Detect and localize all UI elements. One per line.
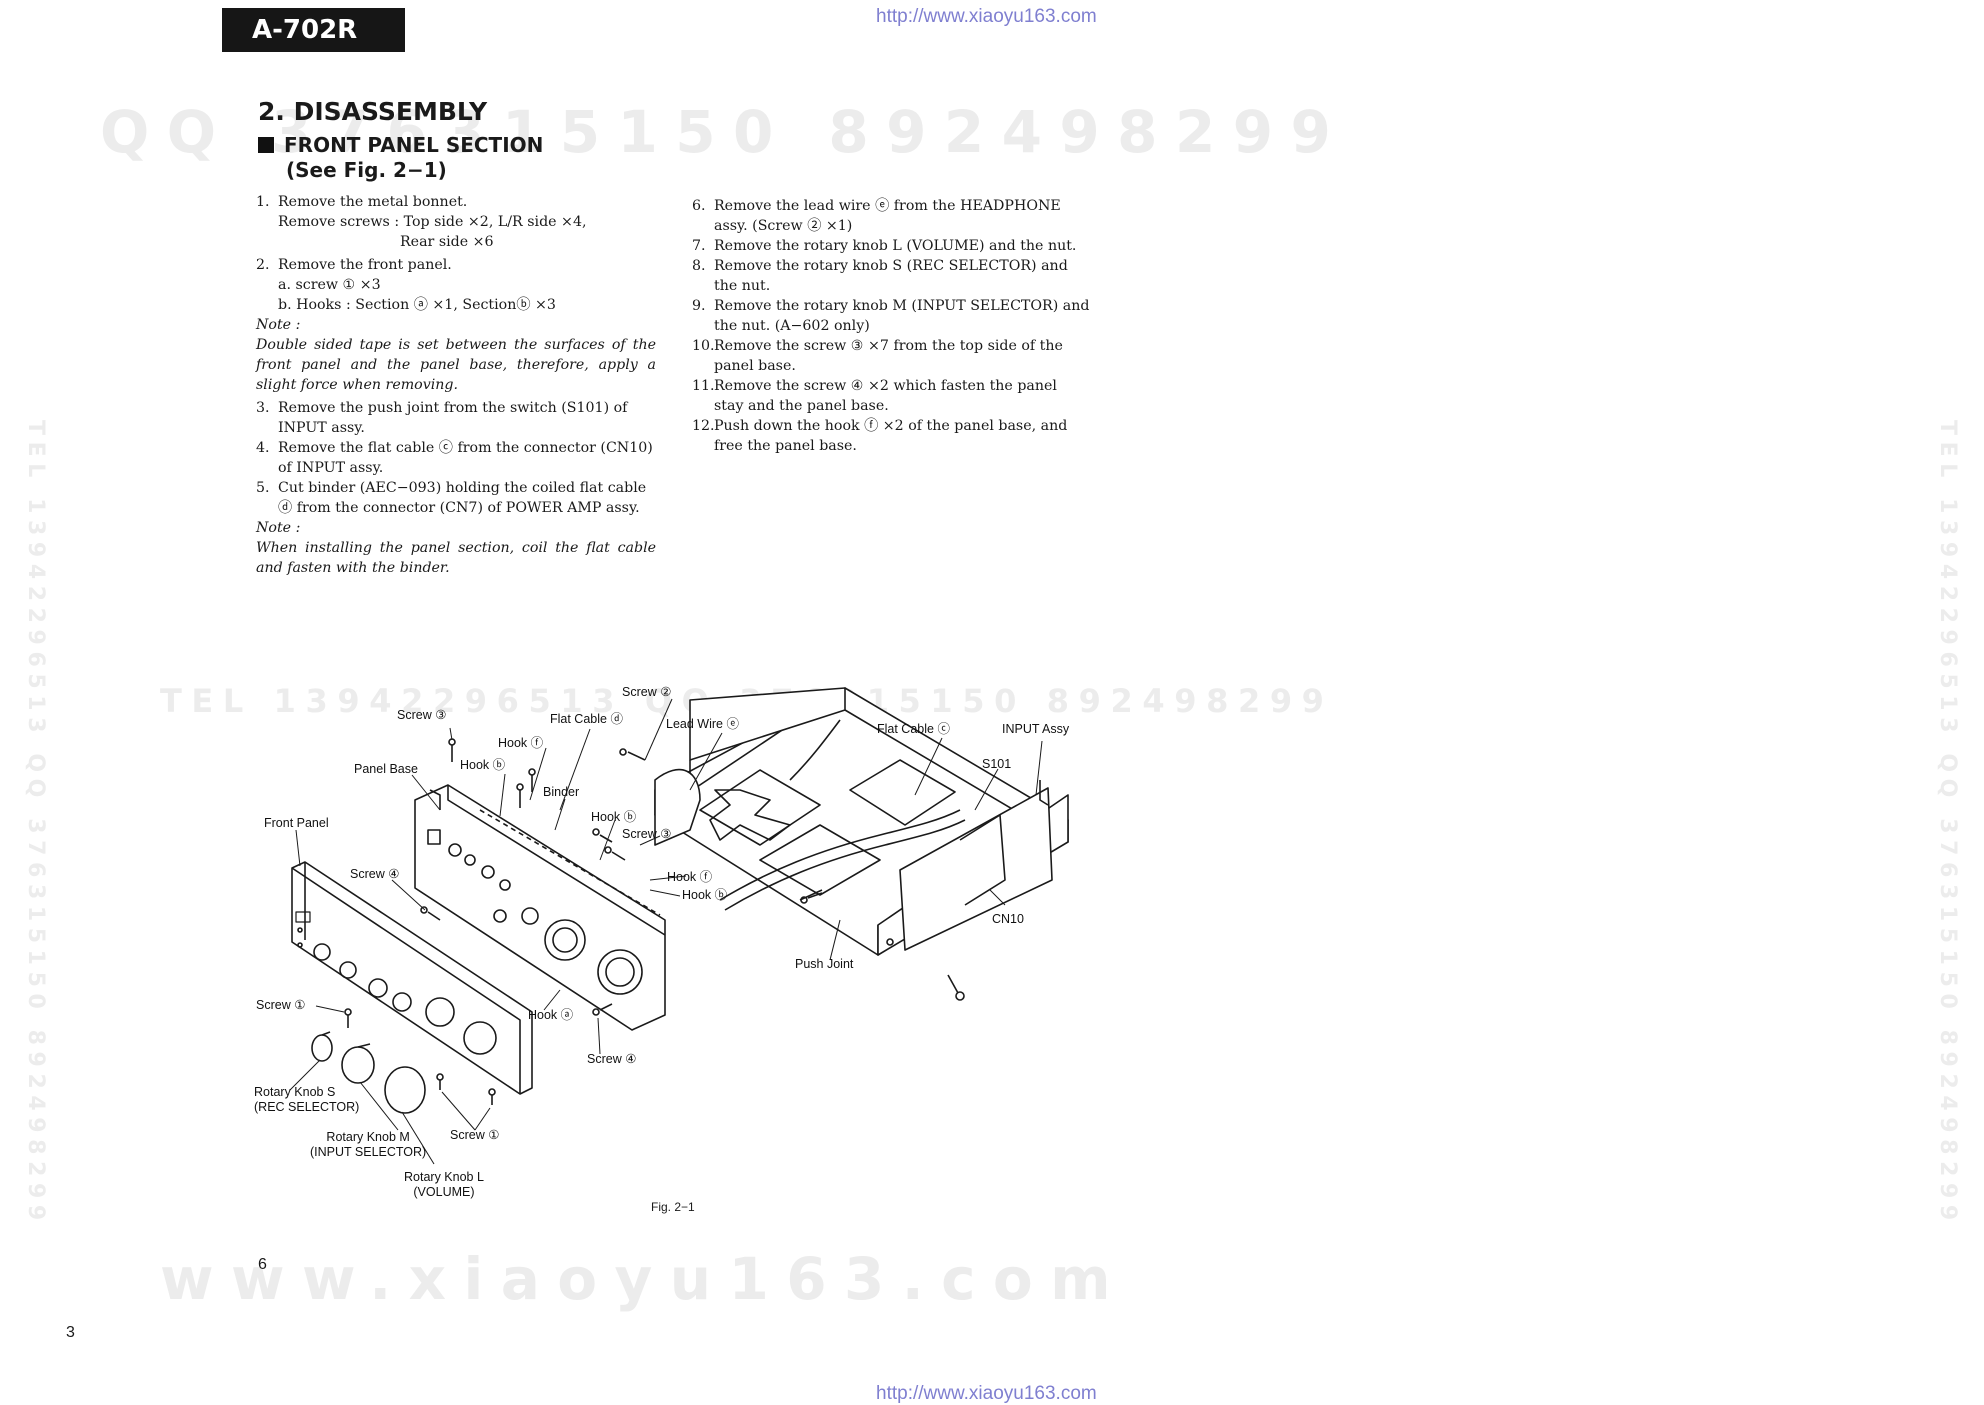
screws-drawing <box>344 738 965 1105</box>
label-hook-a: Hook ⓐ <box>528 1008 574 1022</box>
step-1: 1. Remove the metal bonnet. Remove screw… <box>256 194 587 250</box>
label-screw-3-mid: Screw ③ <box>622 827 672 841</box>
label-flat-cable-d: Flat Cable ⓓ <box>550 712 623 726</box>
label-lead-wire-e: Lead Wire ⓔ <box>666 717 739 731</box>
page-number: 6 <box>258 1256 267 1273</box>
label-hook-b-top: Hook ⓑ <box>460 758 506 772</box>
step-12: 12.Push down the hook ⓕ ×2 of the panel … <box>692 418 1068 454</box>
model-badge: A-702R <box>222 8 405 52</box>
note-1-label: Note : <box>256 317 301 333</box>
sheet-number: 3 <box>66 1324 75 1341</box>
note-2-label: Note : <box>256 520 301 536</box>
step-10: 10.Remove the screw ③ ×7 from the top si… <box>692 338 1063 374</box>
step-8: 8.Remove the rotary knob S (REC SELECTOR… <box>692 258 1068 294</box>
label-hook-f-mid: Hook ⓕ <box>667 870 713 884</box>
label-input-assy: INPUT Assy <box>1002 722 1070 736</box>
label-screw-1-bottom: Screw ① <box>450 1128 500 1142</box>
label-binder: Binder <box>543 785 580 799</box>
panel-base-drawing <box>414 784 666 1031</box>
label-s101: S101 <box>982 757 1012 771</box>
section-title: 2. DISASSEMBLY <box>258 97 488 126</box>
label-screw-4-left: Screw ④ <box>350 867 400 881</box>
label-hook-b-mid: Hook ⓑ <box>591 810 637 824</box>
step-7: 7.Remove the rotary knob L (VOLUME) and … <box>692 238 1077 254</box>
label-screw-1-left: Screw ① <box>256 998 306 1012</box>
label-panel-base: Panel Base <box>354 762 418 776</box>
step-9: 9.Remove the rotary knob M (INPUT SELECT… <box>692 298 1090 334</box>
left-column: 1. Remove the metal bonnet. Remove screw… <box>256 192 656 578</box>
label-rotary-knob-s: Rotary Knob S (REC SELECTOR) <box>254 1085 360 1114</box>
step-4: 4. Remove the flat cable ⓒ from the conn… <box>256 440 653 476</box>
label-cn10: CN10 <box>992 912 1024 926</box>
square-bullet-icon <box>258 137 274 153</box>
label-front-panel: Front Panel <box>264 816 329 830</box>
step-6: 6.Remove the lead wire ⓔ from the HEADPH… <box>692 198 1061 234</box>
url-top[interactable]: http://www.xiaoyu163.com <box>876 6 1097 27</box>
label-screw-2: Screw ② <box>622 685 672 699</box>
label-rotary-knob-l: Rotary Knob L (VOLUME) <box>404 1170 484 1199</box>
note-2-text: When installing the panel section, coil … <box>256 540 656 576</box>
step-2: 2. Remove the front panel. a. screw ① ×3… <box>256 257 556 313</box>
label-screw-3-top: Screw ③ <box>397 708 447 722</box>
watermark-row-3: www.xiaoyu163.com <box>160 1245 1129 1313</box>
callout-lines <box>289 698 1043 1165</box>
step-5: 5. Cut binder (AEC−093) holding the coil… <box>256 480 647 516</box>
section-subtitle: FRONT PANEL SECTION (See Fig. 2−1) <box>258 133 543 183</box>
chassis-drawing <box>654 687 1069 956</box>
figure-caption: Fig. 2−1 <box>651 1200 695 1214</box>
label-rotary-knob-m: Rotary Knob M (INPUT SELECTOR) <box>310 1130 427 1159</box>
label-screw-4-bottom: Screw ④ <box>587 1052 637 1066</box>
note-1-text: Double sided tape is set between the sur… <box>256 337 656 393</box>
label-hook-b-right: Hook ⓑ <box>682 888 728 902</box>
knobs-drawing <box>311 1031 426 1114</box>
step-11: 11.Remove the screw ④ ×2 which fasten th… <box>692 378 1057 414</box>
label-push-joint: Push Joint <box>795 957 854 971</box>
front-panel-drawing <box>291 861 533 1095</box>
watermark-row-1: QQ 376315150 892498299 <box>100 98 1349 166</box>
url-bottom[interactable]: http://www.xiaoyu163.com <box>876 1383 1097 1404</box>
headphone-bracket <box>654 768 701 846</box>
right-column: 6.Remove the lead wire ⓔ from the HEADPH… <box>692 196 1090 456</box>
label-hook-f-top: Hook ⓕ <box>498 736 544 750</box>
step-3: 3. Remove the push joint from the switch… <box>256 400 628 436</box>
label-flat-cable-c: Flat Cable ⓒ <box>877 722 950 736</box>
